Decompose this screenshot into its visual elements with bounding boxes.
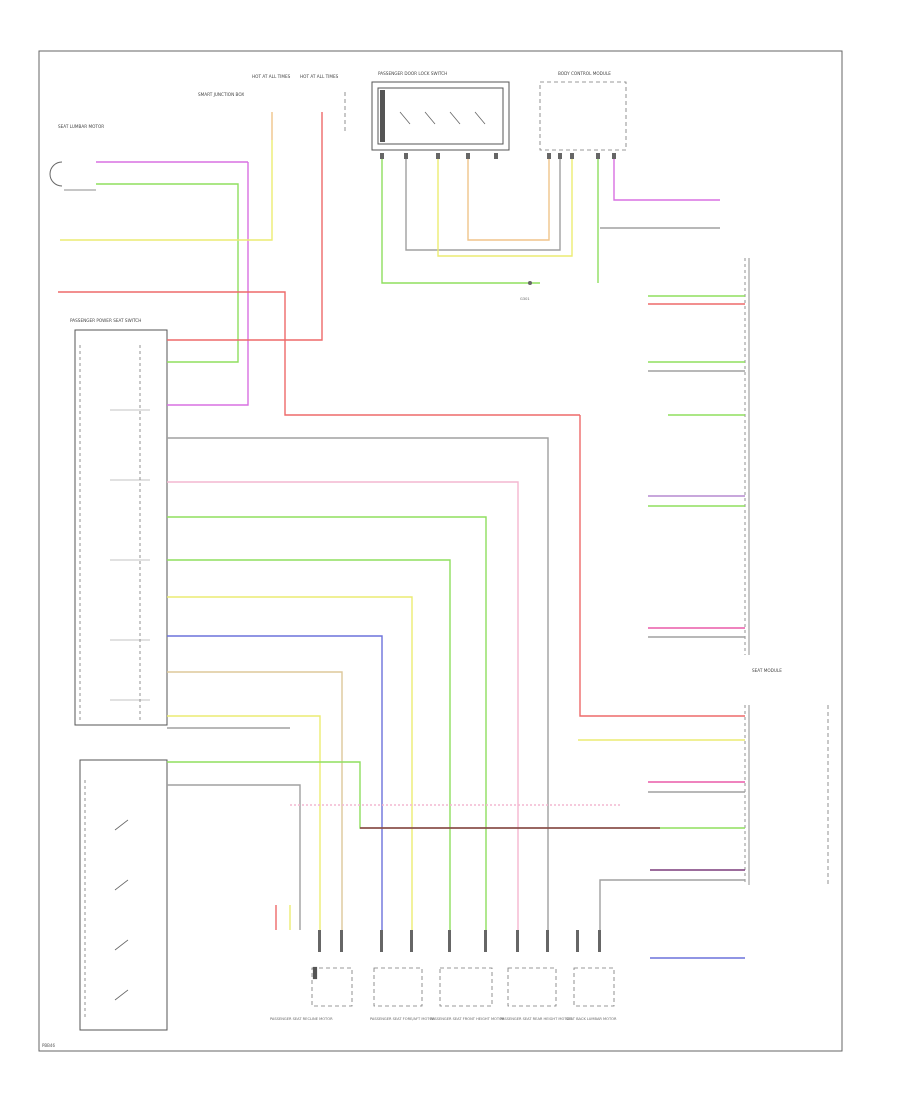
wire-green-4 [167, 559, 451, 930]
wire-red-main [58, 291, 580, 416]
seat-switch-label: PASSENGER POWER SEAT SWITCH [70, 318, 141, 323]
wire-yellow-8 [167, 715, 321, 930]
wire-yellow-top [60, 140, 273, 241]
wire-purple-top [167, 162, 249, 406]
motor-3-label: PASSENGER SEAT FRONT HEIGHT MOTOR [430, 1017, 505, 1021]
lower-switch-box [79, 759, 168, 1031]
motor-5-label: SEAT BACK LUMBAR MOTOR [566, 1017, 617, 1021]
lumbar-motor-group: SEAT LUMBAR MOTOR [49, 124, 104, 191]
wire-pink-2 [167, 481, 519, 930]
motor-4-label: PASSENGER SEAT REAR HEIGHT MOTOR [500, 1017, 572, 1021]
wire-green-10 [167, 761, 745, 829]
wire-gray-door [405, 159, 561, 251]
motor-5-group: SEAT BACK LUMBAR MOTOR [566, 967, 617, 1021]
wire-pink-body [613, 159, 720, 201]
wire-green-top [96, 183, 239, 363]
body-module-box [539, 81, 627, 151]
door-lock-switch-box [371, 81, 510, 151]
wire-orange-door [467, 159, 550, 241]
fuse-junction-label: SMART JUNCTION BOX [198, 92, 244, 97]
door-lock-switch-label: PASSENGER DOOR LOCK SWITCH [378, 71, 447, 76]
wire-yellow-5 [167, 596, 413, 930]
wire-green-door [381, 159, 540, 284]
body-module-label: BODY CONTROL MODULE [558, 71, 611, 76]
wire-gray-1 [167, 437, 549, 930]
diagram-frame [38, 50, 843, 1052]
seat-switch-box [74, 329, 168, 726]
lower-switch-group [79, 759, 168, 1031]
seat-switch-group: PASSENGER POWER SEAT SWITCH [70, 318, 168, 726]
motor-connector-ticks [318, 930, 601, 952]
lumbar-motor-symbol [49, 161, 63, 187]
right-connector-leads [648, 295, 745, 793]
wire-gray-module [599, 879, 745, 930]
motor-4-group: PASSENGER SEAT REAR HEIGHT MOTOR [500, 967, 572, 1021]
wire-tan-7 [167, 671, 343, 930]
wire-red-hot2 [167, 112, 323, 341]
motor-1-label: PASSENGER SEAT RECLINE MOTOR [270, 1017, 333, 1021]
ground-point [528, 281, 532, 285]
wire-gray-11 [167, 784, 301, 930]
motor-2-group: PASSENGER SEAT FORE/AFT MOTOR [370, 967, 435, 1021]
body-module-group: BODY CONTROL MODULE [539, 71, 627, 159]
ground-label: G301 [520, 297, 530, 301]
motor-2-label: PASSENGER SEAT FORE/AFT MOTOR [370, 1017, 435, 1021]
wire-blue-6 [167, 635, 383, 930]
wire-yellow-door [437, 159, 573, 257]
seat-module-group: SEAT MODULE [744, 258, 829, 885]
footer-code: PBB46 [42, 1043, 55, 1048]
motor-3-group: PASSENGER SEAT FRONT HEIGHT MOTOR [430, 967, 505, 1021]
wire-green-3 [167, 516, 487, 930]
wire-red-module [579, 415, 745, 717]
hot-at-all-times-label-2: HOT AT ALL TIMES [300, 74, 339, 79]
motor-1-group: PASSENGER SEAT RECLINE MOTOR [270, 966, 353, 1021]
lumbar-motor-label: SEAT LUMBAR MOTOR [58, 124, 104, 129]
hot-at-all-times-label-1: HOT AT ALL TIMES [252, 74, 291, 79]
door-lock-switch-group: PASSENGER DOOR LOCK SWITCH [371, 71, 510, 159]
seat-module-label: SEAT MODULE [752, 668, 782, 673]
